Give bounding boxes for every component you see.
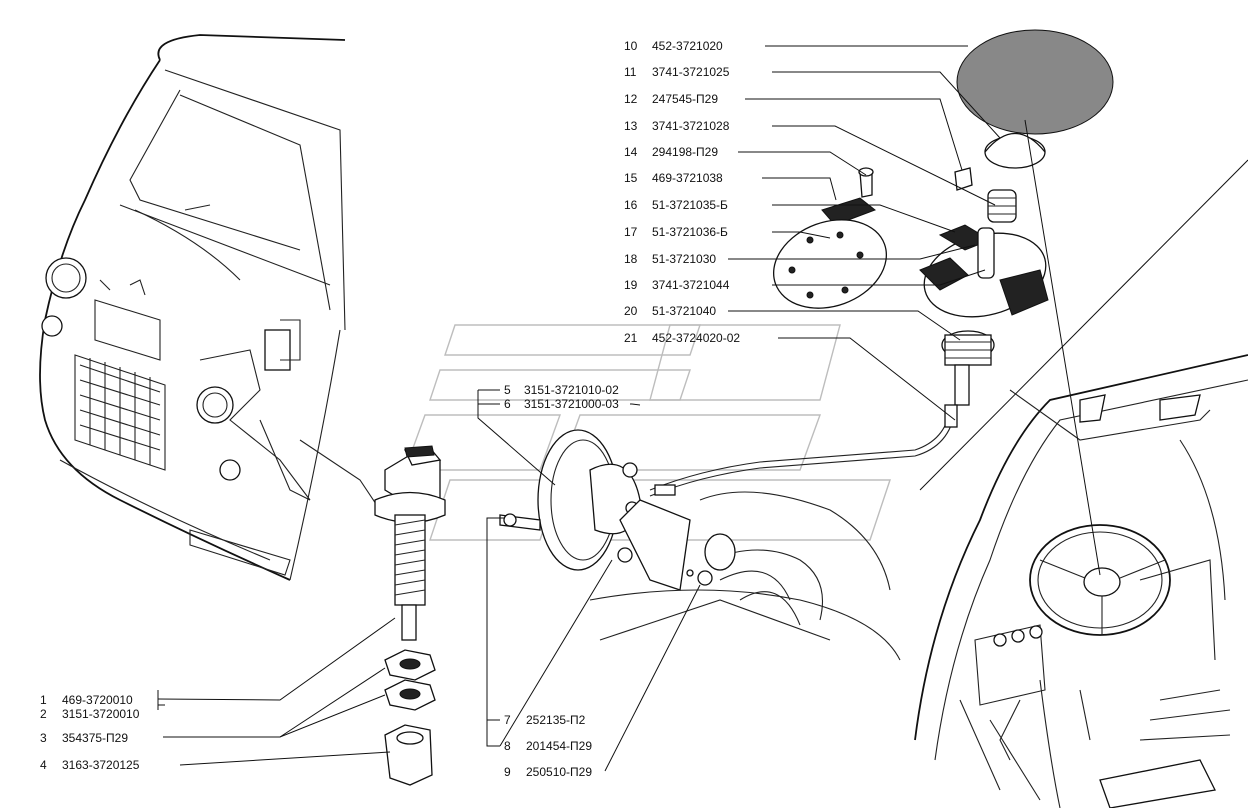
svg-text:354375-П29: 354375-П29 bbox=[62, 731, 128, 745]
svg-text:51-3721030: 51-3721030 bbox=[652, 252, 716, 266]
part-label-15: 15 469-3721038 bbox=[624, 171, 723, 185]
van-cabin-illustration bbox=[914, 354, 1248, 808]
part-label-19: 19 3741-3721044 bbox=[624, 278, 730, 292]
svg-text:4: 4 bbox=[40, 758, 47, 772]
part-label-4: 4 3163-3720125 bbox=[40, 758, 140, 772]
svg-text:250510-П29: 250510-П29 bbox=[526, 765, 592, 779]
svg-text:294198-П29: 294198-П29 bbox=[652, 145, 718, 159]
svg-text:16: 16 bbox=[624, 198, 638, 212]
svg-text:5: 5 bbox=[504, 383, 511, 397]
svg-text:7: 7 bbox=[504, 713, 511, 727]
svg-text:17: 17 bbox=[624, 225, 638, 239]
part-label-12: 12 247545-П29 bbox=[624, 92, 718, 106]
part-label-2: 2 3151-3720010 bbox=[40, 707, 140, 721]
svg-text:3741-3721025: 3741-3721025 bbox=[652, 65, 730, 79]
svg-text:14: 14 bbox=[624, 145, 638, 159]
part-label-14: 14 294198-П29 bbox=[624, 145, 718, 159]
svg-text:11: 11 bbox=[624, 65, 637, 79]
part-label-10: 10 452-3721020 bbox=[624, 39, 723, 53]
svg-text:10: 10 bbox=[624, 39, 638, 53]
switch-illustration bbox=[374, 445, 446, 786]
svg-text:469-3720010: 469-3720010 bbox=[62, 693, 133, 707]
svg-text:51-3721035-Б: 51-3721035-Б bbox=[652, 198, 728, 212]
svg-text:13: 13 bbox=[624, 119, 638, 133]
svg-text:18: 18 bbox=[624, 252, 638, 266]
horn-button-illustration bbox=[772, 29, 1114, 428]
part-label-7: 7 252135-П2 bbox=[504, 713, 586, 727]
part-label-6: 6 3151-3721000-03 bbox=[504, 397, 619, 411]
part-label-9: 9 250510-П29 bbox=[504, 765, 592, 779]
part-label-11: 11 3741-3721025 bbox=[624, 65, 730, 79]
part-label-8: 8 201454-П29 bbox=[504, 739, 592, 753]
watermark-logo bbox=[404, 324, 891, 541]
svg-text:20: 20 bbox=[624, 304, 638, 318]
svg-text:19: 19 bbox=[624, 278, 638, 292]
part-label-5: 5 3151-3721010-02 bbox=[504, 383, 619, 397]
part-label-16: 16 51-3721035-Б bbox=[624, 198, 728, 212]
part-label-13: 13 3741-3721028 bbox=[624, 119, 730, 133]
van-front-illustration bbox=[39, 34, 381, 581]
part-label-18: 18 51-3721030 bbox=[624, 252, 716, 266]
svg-text:8: 8 bbox=[504, 739, 511, 753]
svg-text:452-3721020: 452-3721020 bbox=[652, 39, 723, 53]
svg-text:51-3721040: 51-3721040 bbox=[652, 304, 716, 318]
svg-text:51-3721036-Б: 51-3721036-Б bbox=[652, 225, 728, 239]
horn-illustration bbox=[499, 409, 956, 661]
svg-text:6: 6 bbox=[504, 397, 511, 411]
svg-text:12: 12 bbox=[624, 92, 638, 106]
part-label-20: 20 51-3721040 bbox=[624, 304, 716, 318]
svg-text:252135-П2: 252135-П2 bbox=[526, 713, 586, 727]
part-label-1: 1 469-3720010 bbox=[40, 693, 133, 707]
part-label-17: 17 51-3721036-Б bbox=[624, 225, 728, 239]
svg-text:3: 3 bbox=[40, 731, 47, 745]
svg-text:15: 15 bbox=[624, 171, 638, 185]
leader-lines bbox=[157, 45, 1248, 772]
svg-text:3741-3721028: 3741-3721028 bbox=[652, 119, 730, 133]
svg-text:469-3721038: 469-3721038 bbox=[652, 171, 723, 185]
part-label-21: 21 452-3724020-02 bbox=[624, 331, 740, 345]
svg-text:3151-3720010: 3151-3720010 bbox=[62, 707, 140, 721]
svg-text:201454-П29: 201454-П29 bbox=[526, 739, 592, 753]
svg-text:21: 21 bbox=[624, 331, 638, 345]
svg-text:3163-3720125: 3163-3720125 bbox=[62, 758, 140, 772]
svg-text:2: 2 bbox=[40, 707, 47, 721]
svg-text:9: 9 bbox=[504, 765, 511, 779]
svg-text:3741-3721044: 3741-3721044 bbox=[652, 278, 730, 292]
svg-text:452-3724020-02: 452-3724020-02 bbox=[652, 331, 740, 345]
part-labels: 1 469-3720010 2 3151-3720010 3 354375-П29 4… bbox=[40, 39, 740, 779]
svg-text:247545-П29: 247545-П29 bbox=[652, 92, 718, 106]
svg-text:3151-3721000-03: 3151-3721000-03 bbox=[524, 397, 619, 411]
svg-text:1: 1 bbox=[40, 693, 47, 707]
part-label-3: 3 354375-П29 bbox=[40, 731, 128, 745]
svg-text:3151-3721010-02: 3151-3721010-02 bbox=[524, 383, 619, 397]
